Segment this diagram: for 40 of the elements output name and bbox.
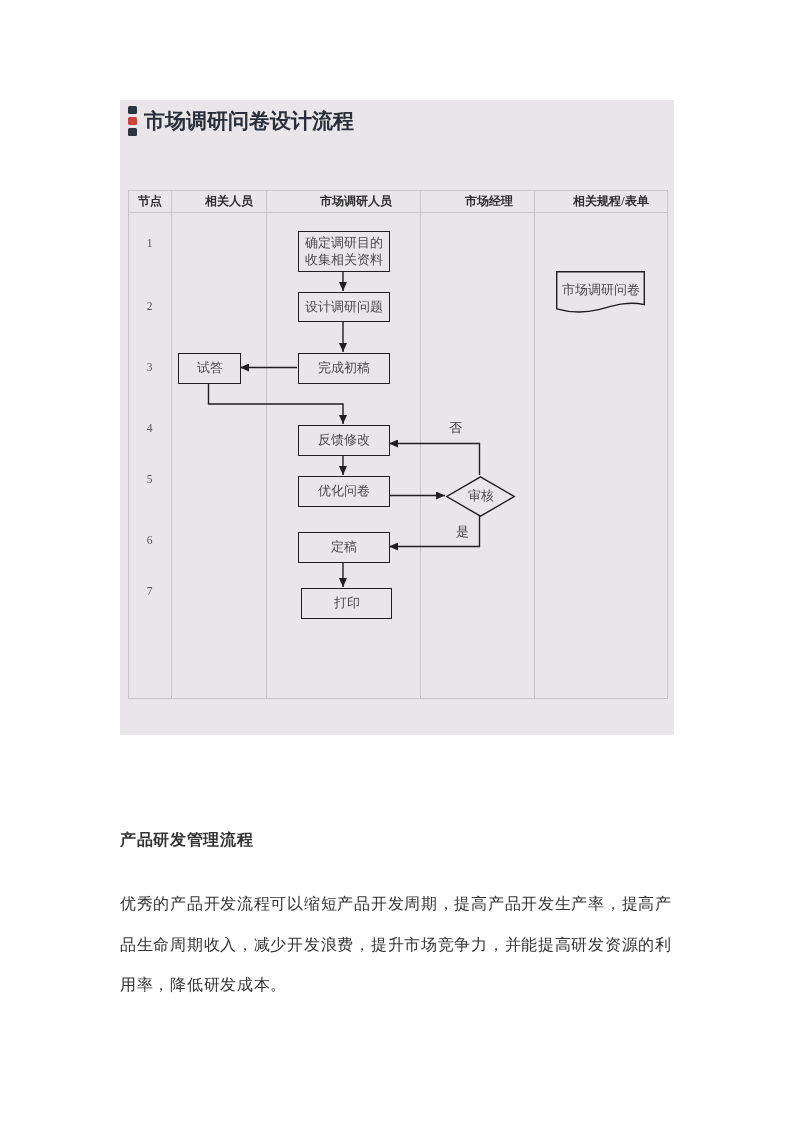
row-number: 6: [146, 533, 153, 547]
flow-arrow: [339, 320, 347, 353]
row-number: 7: [146, 584, 153, 598]
swimlane: [534, 190, 668, 699]
edge-label: 是: [454, 523, 471, 540]
flow-arrow: [339, 270, 347, 292]
body-paragraph: 优秀的产品开发流程可以缩短产品开发周期，提高产品开发生产率，提高产品生命周期收入，减少开发浪费，提升市场竞争力，并能提高研发资源的利用率，降低研发成本。: [120, 894, 673, 995]
edge-label: 否: [447, 419, 464, 436]
swimlane: [266, 190, 421, 699]
flow-arrow: [388, 439, 481, 476]
lane-header: 相关规程/表单: [535, 191, 667, 213]
flow-arrow: [388, 515, 481, 551]
process-box: 反馈修改: [298, 425, 390, 456]
swimlane: [128, 190, 172, 699]
flow-arrow: [207, 382, 347, 425]
lane-header: 节点: [129, 191, 171, 213]
process-box: 确定调研目的收集相关资料: [298, 231, 390, 272]
swimlane: [171, 190, 267, 699]
row-number: 1: [146, 236, 153, 250]
row-number: 4: [146, 421, 153, 435]
diagram-title: 市场调研问卷设计流程: [144, 108, 354, 134]
section-heading: 产品研发管理流程: [120, 830, 254, 850]
flow-arrow: [239, 363, 298, 372]
process-box: 定稿: [298, 532, 390, 563]
document-shape: 市场调研问卷: [556, 271, 645, 313]
flow-arrow: [339, 454, 347, 476]
lane-header: 相关人员: [172, 191, 266, 213]
flow-arrow: [339, 561, 347, 588]
process-box: 完成初稿: [298, 353, 390, 384]
decision-diamond: 审核: [446, 476, 515, 517]
process-box: 设计调研问题: [298, 292, 390, 322]
process-box: 打印: [301, 588, 392, 619]
row-number: 2: [146, 299, 153, 313]
row-number: 5: [146, 472, 153, 486]
lane-header: 市场经理: [421, 191, 534, 213]
process-box: 优化问卷: [298, 476, 390, 507]
process-box: 试答: [178, 353, 241, 384]
lane-header: 市场调研人员: [267, 191, 420, 213]
row-number: 3: [146, 360, 153, 374]
flow-arrow: [388, 491, 446, 500]
